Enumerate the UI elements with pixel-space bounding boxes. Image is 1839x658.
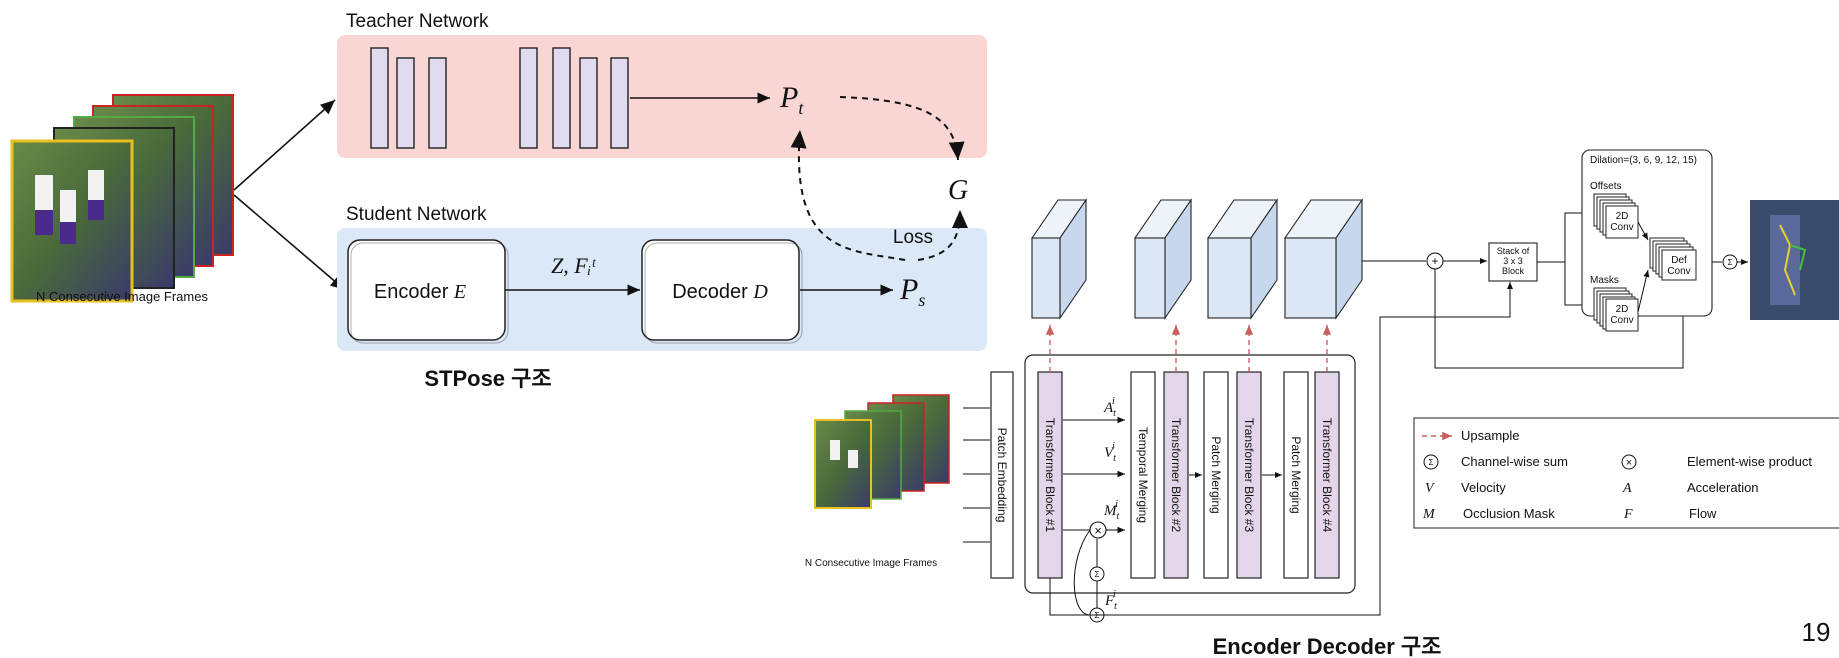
legend-channel-sum: Channel-wise sum	[1461, 454, 1568, 469]
offsets-label: Offsets	[1590, 181, 1622, 192]
page-number: 19	[1802, 617, 1831, 647]
f-label: Fti	[1104, 589, 1117, 612]
encdec-caption: Encoder Decoder 구조	[1213, 634, 1442, 658]
player-figures	[35, 170, 104, 222]
legend-mask: Occlusion Mask	[1463, 506, 1555, 521]
transformer-block-4-label: Transformer Block #4	[1320, 418, 1334, 533]
svg-text:×: ×	[1626, 457, 1632, 469]
encoder-label: Encoder E	[374, 281, 466, 303]
legend-acceleration: Acceleration	[1687, 480, 1759, 495]
legend-mask-sym: M	[1422, 507, 1436, 522]
legend-product-icon	[1621, 454, 1637, 470]
upsample-arrows	[1045, 325, 1332, 372]
svg-text:Σ: Σ	[1728, 258, 1733, 267]
loss-label: Loss	[893, 227, 933, 248]
legend-velocity-sym: V	[1425, 481, 1435, 496]
ps-to-pt-dashed	[790, 129, 906, 261]
legend-acceleration-sym: A	[1622, 481, 1632, 496]
patch-embedding-block	[990, 371, 1014, 579]
svg-text:+: +	[1431, 254, 1438, 268]
temporal-merging-block	[1130, 371, 1156, 579]
decoder-label: Decoder D	[672, 281, 768, 303]
mask-conv-stack	[1593, 287, 1639, 332]
input-arrows	[963, 407, 990, 543]
transformer-block-3-label: Transformer Block #3	[1242, 418, 1256, 533]
transformer-block-2-label: Transformer Block #2	[1169, 418, 1183, 533]
encdec-frames-caption: N Consecutive Image Frames	[805, 558, 937, 569]
legend-upsample: Upsample	[1461, 428, 1520, 443]
teacher-title: Teacher Network	[346, 11, 489, 32]
patch-merging-1-label: Patch Merging	[1209, 436, 1223, 513]
arrow-to-student	[233, 194, 346, 291]
decoder-cubes	[1030, 198, 1364, 320]
encoder-frame	[1024, 354, 1356, 594]
legend-velocity: Velocity	[1461, 480, 1506, 495]
decoder-box	[641, 239, 800, 341]
stpose-caption: STPose 구조	[424, 366, 551, 391]
def-conv-stack	[1649, 237, 1697, 281]
temporal-merging-label: Temporal Merging	[1136, 427, 1150, 523]
legend-flow: Flow	[1689, 506, 1717, 521]
frame-stack-encdec	[814, 394, 950, 509]
arrow-to-teacher	[233, 99, 336, 191]
patch-merging-block-1	[1203, 371, 1229, 579]
flow-skip-line	[1049, 282, 1513, 616]
patch-embedding-label: Patch Embedding	[995, 428, 1009, 523]
legend-element-product: Element-wise product	[1687, 454, 1812, 469]
transformer-block-2	[1163, 371, 1189, 579]
pt-to-g-dashed	[839, 96, 965, 161]
legend-flow-sym: F	[1623, 507, 1633, 522]
stack-block	[1488, 242, 1538, 282]
latent-label: Z, Fᵢᵗ	[551, 253, 596, 278]
teacher-layers	[370, 47, 629, 149]
masks-label: Masks	[1590, 275, 1619, 286]
ground-truth-g: G	[948, 175, 968, 206]
transformer-block-1-label: Transformer Block #1	[1043, 418, 1057, 533]
a-label: Ati	[1103, 396, 1116, 419]
teacher-panel	[337, 35, 987, 158]
offset-conv-stack	[1593, 193, 1639, 239]
ps-to-g-dashed	[917, 209, 968, 261]
frame-stack-left	[10, 94, 234, 303]
patch-merging-2-label: Patch Merging	[1289, 436, 1303, 513]
legend-box	[1413, 417, 1839, 529]
output-pose-image	[1750, 200, 1839, 320]
m-label: Mti	[1103, 499, 1120, 522]
frames-left-caption: N Consecutive Image Frames	[36, 289, 208, 304]
svg-text:Σ: Σ	[1095, 570, 1100, 579]
dilation-label: Dilation=(3, 6, 9, 12, 15)	[1590, 155, 1697, 166]
legend-sum-icon	[1423, 454, 1439, 470]
patch-merging-block-2	[1283, 371, 1309, 579]
svg-text:×: ×	[1094, 523, 1102, 538]
transformer-block-1	[1037, 371, 1063, 579]
svg-text:Σ: Σ	[1429, 458, 1434, 467]
student-title: Student Network	[346, 204, 487, 225]
v-label: Vti	[1104, 441, 1116, 464]
